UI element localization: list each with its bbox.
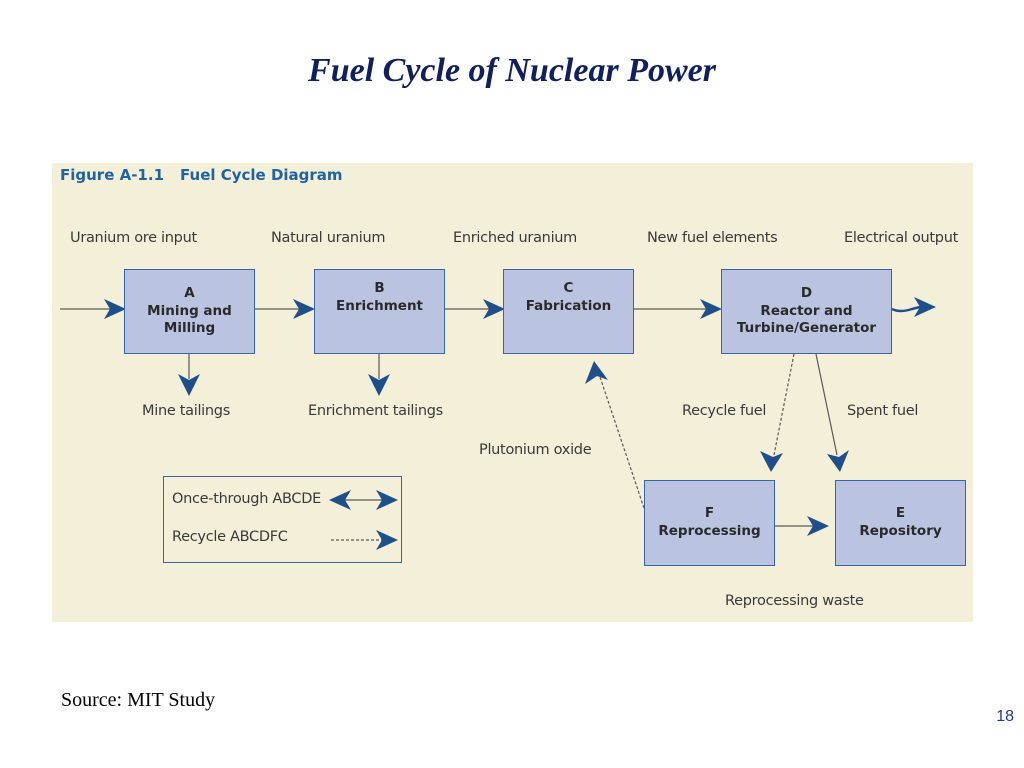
reprocessing-waste-label: Reprocessing waste (725, 593, 864, 609)
node-c-fabrication: C Fabrication (503, 269, 634, 354)
b-to-c-arrowhead (483, 299, 505, 319)
node-e-repository: E Repository (835, 480, 966, 566)
node-a-line1: Mining and (147, 302, 232, 319)
node-f-letter: F (704, 505, 715, 522)
a-tailings-arrowhead (178, 374, 200, 396)
legend-recycle-label: Recycle ABCDFC (172, 529, 288, 545)
node-d-letter: D (800, 285, 813, 302)
figure-number: Figure A-1.1 (60, 166, 165, 184)
node-c-letter: C (563, 280, 574, 296)
slide-title: Fuel Cycle of Nuclear Power (308, 52, 716, 89)
recycle-fuel-label: Recycle fuel (682, 403, 767, 419)
node-f-reprocessing: F Reprocessing (644, 480, 775, 566)
input-arrowhead (104, 299, 126, 319)
node-a-line2: Milling (163, 320, 216, 337)
a-to-b-arrowhead (293, 299, 315, 319)
plutonium-oxide-line (599, 376, 645, 509)
legend-box (163, 476, 402, 563)
recycle-fuel-line (773, 353, 795, 456)
output-arrowhead (914, 297, 936, 317)
spent-fuel-arrowhead (827, 450, 849, 472)
page-number: 18 (996, 708, 1014, 725)
output-arrow-line (891, 305, 921, 313)
node-e-letter: E (895, 505, 906, 522)
mine-tailings-label: Mine tailings (142, 403, 230, 419)
node-a-mining-milling: A Mining and Milling (124, 269, 255, 354)
plutonium-oxide-arrowhead (585, 361, 608, 384)
node-b-letter: B (374, 280, 385, 296)
plutonium-oxide-label: Plutonium oxide (479, 442, 592, 458)
figure-title: Figure A-1.1 Fuel Cycle Diagram (60, 166, 343, 184)
enrichment-tailings-label: Enrichment tailings (308, 403, 443, 419)
node-d-line2: Turbine/Generator (736, 320, 877, 337)
source-note: Source: MIT Study (61, 689, 216, 711)
electrical-output-label: Electrical output (844, 230, 958, 246)
node-e-line1: Repository (859, 523, 942, 539)
fuel-cycle-figure: Figure A-1.1 Fuel Cycle Diagram (52, 163, 973, 622)
flow-arrows (60, 297, 936, 550)
legend-once-through-left-arrowhead (329, 490, 351, 510)
figure-caption: Fuel Cycle Diagram (180, 166, 343, 184)
node-f-line1: Reprocessing (658, 523, 761, 539)
legend-recycle-arrowhead (376, 530, 398, 550)
b-tailings-arrowhead (368, 374, 390, 396)
natural-uranium-label: Natural uranium (271, 230, 386, 246)
c-to-d-arrowhead (700, 299, 722, 319)
legend-once-through-right-arrowhead (376, 490, 398, 510)
node-b-line1: Enrichment (335, 297, 424, 314)
uranium-ore-input-label: Uranium ore input (70, 230, 197, 246)
spent-fuel-label: Spent fuel (847, 403, 919, 419)
enriched-uranium-label: Enriched uranium (453, 230, 578, 246)
recycle-fuel-arrowhead (760, 451, 783, 472)
f-to-e-arrowhead (807, 516, 829, 536)
node-d-reactor-turbine: D Reactor and Turbine/Generator (721, 269, 892, 354)
new-fuel-elements-label: New fuel elements (647, 230, 778, 246)
node-c-line1: Fabrication (525, 297, 612, 314)
spent-fuel-line (815, 353, 838, 456)
node-a-letter: A (184, 285, 195, 302)
node-b-enrichment: B Enrichment (314, 269, 445, 354)
legend-once-through-label: Once-through ABCDE (172, 491, 321, 507)
node-d-line1: Reactor and (760, 302, 853, 319)
